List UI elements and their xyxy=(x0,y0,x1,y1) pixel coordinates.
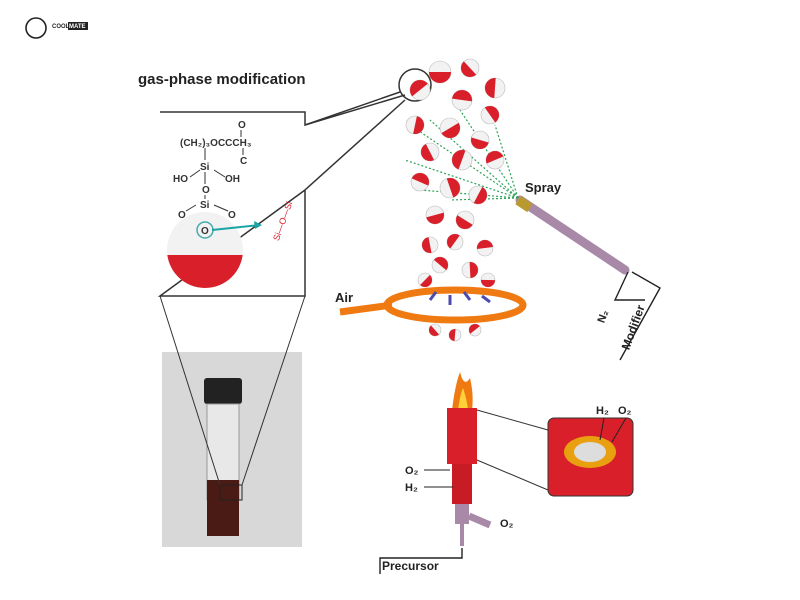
particle-red-half xyxy=(413,116,425,134)
h2-left-label: H₂ xyxy=(405,482,418,494)
particle-red-half xyxy=(447,234,460,249)
particle-red-half xyxy=(441,122,460,139)
vial-liquid xyxy=(207,480,239,536)
modifier-label: Modifier xyxy=(619,303,648,352)
particle-red-half xyxy=(446,178,460,198)
particle-red-half xyxy=(429,325,440,336)
particle-red-half xyxy=(411,173,429,186)
oh-label: OH xyxy=(225,174,240,185)
o-surface: O xyxy=(201,226,209,237)
si-top: Si xyxy=(200,162,210,173)
air-ring xyxy=(339,286,527,324)
large-particle xyxy=(167,212,243,288)
burner xyxy=(447,372,492,546)
siloxane-text: Si—O—Si xyxy=(271,200,294,242)
carbonyl-o: O xyxy=(238,120,246,131)
particle-red-half xyxy=(452,150,466,170)
particle-red-half xyxy=(485,78,496,98)
spray-label: Spray xyxy=(525,180,562,195)
particle-red-half xyxy=(421,143,435,161)
particle-red-half xyxy=(484,106,499,123)
molecule: (CH₂)₃OCCCH₃ O C Si HO OH O Si O O O Si—… xyxy=(167,120,294,288)
n2-label: N₂ xyxy=(595,308,611,324)
o-link: O xyxy=(202,185,210,196)
methylene-c: C xyxy=(240,156,247,167)
particle-red-half xyxy=(477,240,493,249)
logo-icon xyxy=(25,17,47,39)
vial-photo xyxy=(162,352,302,547)
arrow-icon xyxy=(254,221,262,229)
particle-red-half xyxy=(455,215,473,230)
particle-red-half xyxy=(420,274,432,287)
zoom-circle xyxy=(398,68,432,102)
si-bottom: Si xyxy=(200,200,210,211)
particle-red-half xyxy=(469,262,478,278)
vial-cap xyxy=(204,378,242,404)
particle-red-half xyxy=(452,90,472,102)
particle-red-half xyxy=(469,324,480,334)
particle-red-half xyxy=(486,151,504,164)
particle-red-half xyxy=(448,329,456,341)
particle-red-half xyxy=(429,72,451,83)
o2-left-label: O₂ xyxy=(405,465,419,477)
particle-red-half xyxy=(471,137,489,150)
particle-red-half xyxy=(410,80,428,97)
logo-text-a: COOL xyxy=(52,24,70,30)
diagram-title: gas-phase modification xyxy=(138,71,306,88)
particle-red-half xyxy=(473,187,488,205)
o2-burner-label: O₂ xyxy=(618,405,632,417)
particle-red-half xyxy=(433,256,448,271)
o-right: O xyxy=(228,210,236,221)
o2-side-label: O₂ xyxy=(500,518,514,530)
ho-label: HO xyxy=(173,174,188,185)
precursor-label: Precursor xyxy=(382,559,439,573)
o-left: O xyxy=(178,210,186,221)
chain-text: (CH₂)₃OCCCH₃ xyxy=(180,138,252,149)
spray-nozzle xyxy=(515,195,630,275)
logo: COOL MATE xyxy=(25,17,88,39)
particle-red-half xyxy=(481,279,495,287)
particle-red-half xyxy=(422,237,432,253)
particle-red-half xyxy=(461,61,477,77)
h2-burner-label: H₂ xyxy=(596,405,609,417)
particles xyxy=(405,58,506,342)
burner-cross-section xyxy=(547,417,634,497)
air-label: Air xyxy=(335,290,353,305)
logo-text-b: MATE xyxy=(69,24,86,30)
particle-red-half xyxy=(426,212,444,224)
